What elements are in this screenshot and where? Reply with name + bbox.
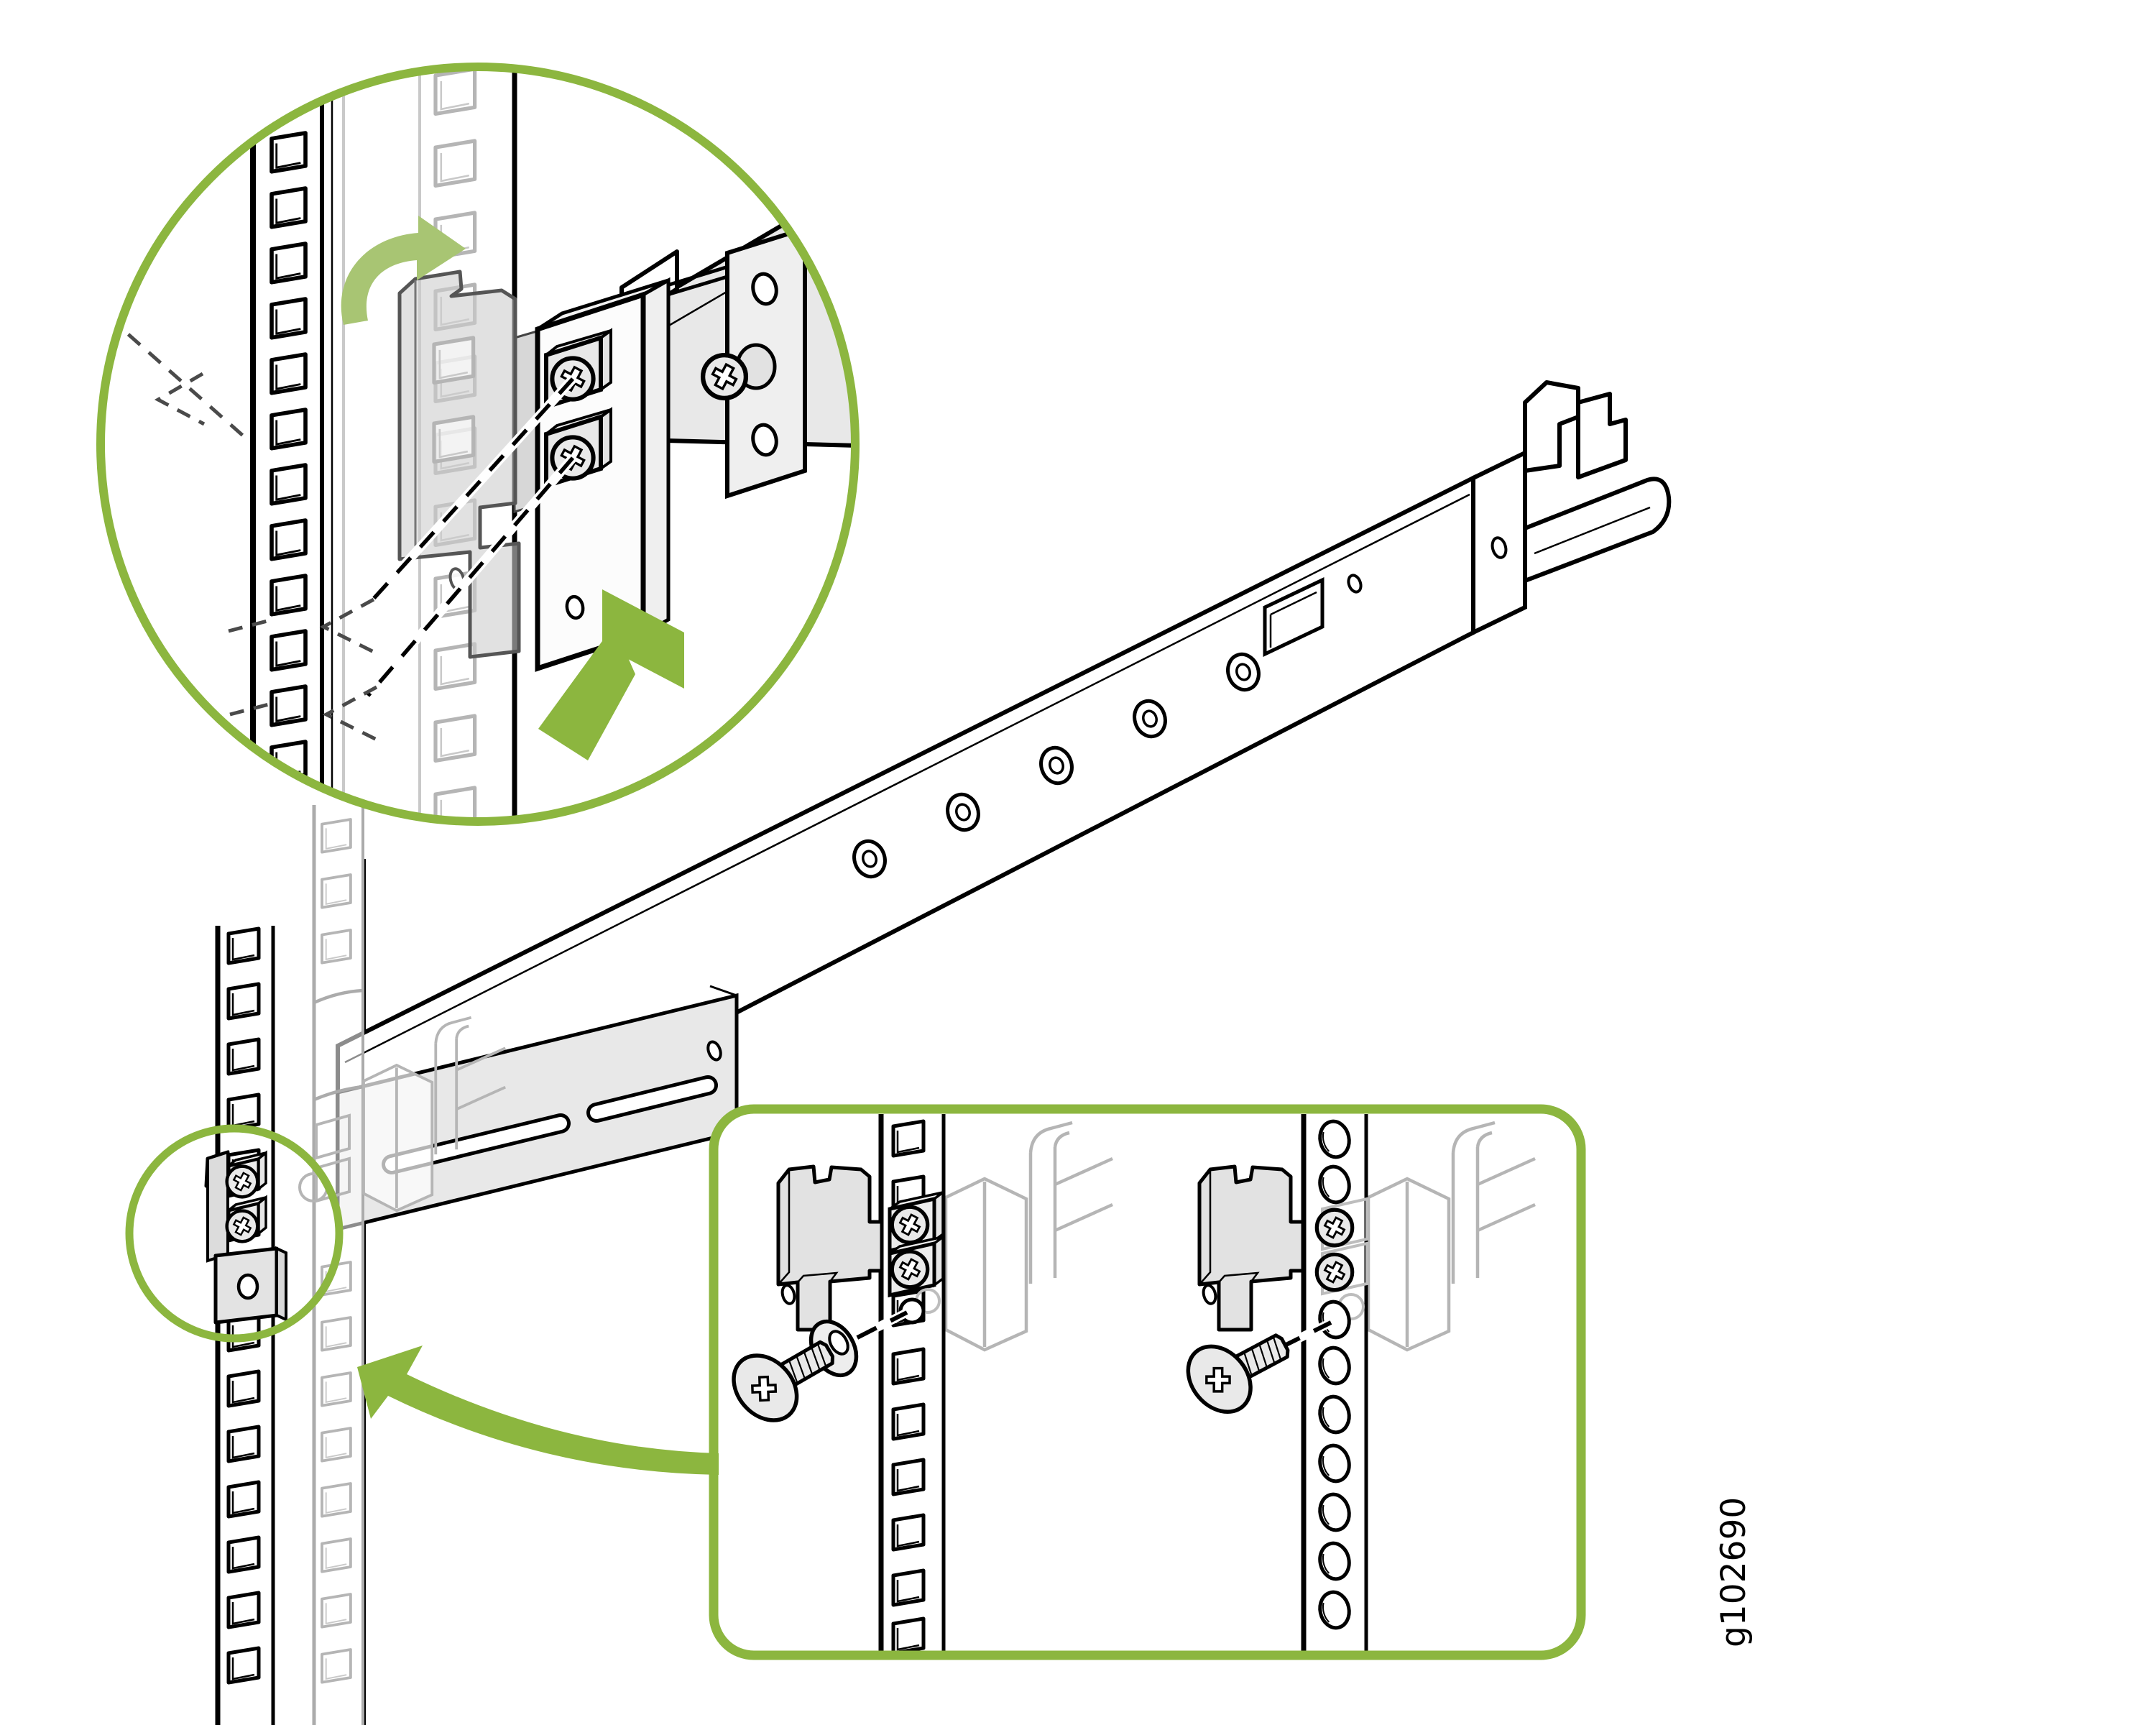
detail-circle-ring (96, 63, 860, 826)
front-rack-post (215, 926, 275, 1725)
rail-small-oval (1347, 574, 1363, 594)
nut-boss-with-screw (1317, 1197, 1368, 1251)
nut-boss-with-screw (888, 1234, 944, 1298)
direction-arrow-icon (538, 589, 684, 760)
rail-oval-hole (706, 1040, 722, 1062)
bracket-nut-boss (227, 1195, 267, 1241)
nut-boss-with-screw (888, 1190, 944, 1254)
target-round-hole (1317, 1293, 1365, 1340)
detail-box-border (709, 1104, 1586, 1660)
cup-washer (808, 1319, 859, 1378)
callout-alignment-dashes (106, 315, 576, 821)
swoosh-arrow-icon (357, 1346, 719, 1475)
round-holes (1317, 1118, 1353, 1630)
callout-bracket-plate (703, 225, 807, 500)
mounting-rail (336, 380, 1672, 1232)
rear-rack-post-translucent (312, 805, 364, 1725)
detail-box (709, 1104, 1586, 1660)
rail-hook-tabs (1523, 380, 1672, 583)
detail-panel-square-hole-rack (715, 1114, 1112, 1653)
detail-panel-round-hole-rack (1170, 1114, 1535, 1652)
rail-rect-slot (1263, 577, 1325, 657)
installed-bracket-main (204, 1150, 287, 1325)
rail-top-fold-line (344, 493, 1470, 1064)
nut-boss-with-screw (1317, 1241, 1368, 1296)
rotate-arrow-icon (341, 216, 466, 325)
detail-circle-callout (96, 63, 860, 826)
bracket-foot (213, 1246, 287, 1325)
figure-id: g102690 (1714, 1497, 1754, 1647)
bracket-nut-boss (227, 1150, 267, 1197)
rail-head-block (1471, 449, 1527, 636)
captive-screw-boss (544, 328, 612, 410)
callout-near-post (250, 67, 333, 822)
highlight-circle (125, 1124, 344, 1343)
